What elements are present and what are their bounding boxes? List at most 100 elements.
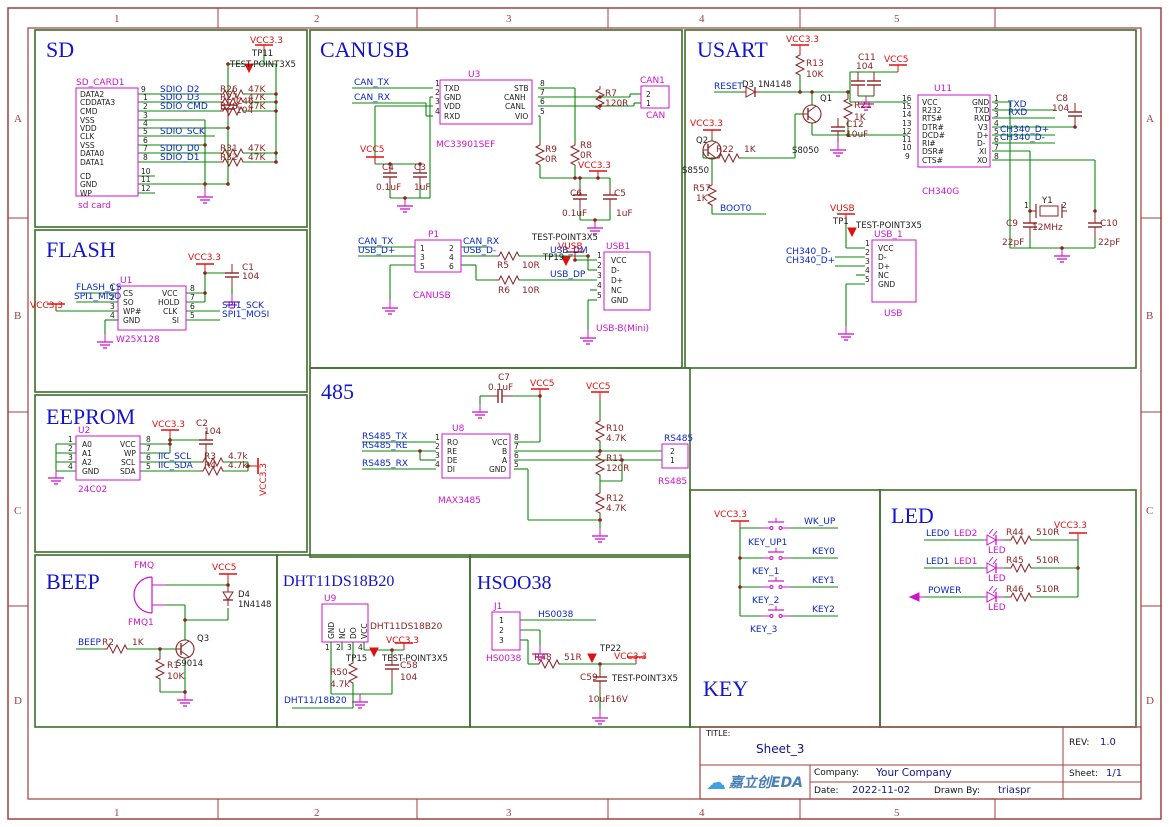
- label-0-1uf[interactable]: 0.1uF: [376, 183, 401, 193]
- label-r26[interactable]: R26: [220, 85, 238, 95]
- label-mc33901sef[interactable]: MC33901SEF: [436, 140, 495, 150]
- label-r9[interactable]: R9: [545, 145, 557, 155]
- label-vcc3-3[interactable]: VCC3.3: [690, 119, 723, 129]
- label-r10[interactable]: R10: [606, 424, 624, 434]
- label-led2[interactable]: LED2: [954, 529, 977, 539]
- label-sd-card[interactable]: sd card: [78, 201, 111, 211]
- label-c4[interactable]: C4: [382, 163, 394, 173]
- label-hs0038[interactable]: HS0038: [538, 610, 574, 620]
- label-c12[interactable]: C12: [846, 120, 864, 130]
- section-title-key[interactable]: KEY: [703, 676, 748, 701]
- label-4-7k[interactable]: 4.7k: [330, 680, 350, 690]
- label-vcc3-3[interactable]: VCC3.3: [188, 253, 221, 263]
- label-spi1-mosi[interactable]: SPI1_MOSI: [222, 310, 269, 320]
- label-vcc3-3[interactable]: VCC3.3: [614, 652, 647, 662]
- label-u1[interactable]: U1: [120, 276, 132, 286]
- label-0r[interactable]: 0R: [545, 155, 557, 165]
- label-dht11ds18b20[interactable]: DHT11DS18B20: [370, 622, 443, 632]
- label-1uf[interactable]: 1uF: [414, 183, 431, 193]
- eeprom-u2-body[interactable]: [75, 435, 141, 481]
- label-r48[interactable]: R48: [534, 653, 552, 663]
- label-r5[interactable]: R5: [497, 261, 509, 271]
- label-10uf16v[interactable]: 10uF16V: [588, 695, 629, 705]
- label-q2[interactable]: Q2: [696, 136, 708, 146]
- label-47k[interactable]: 47K: [248, 102, 266, 112]
- label-power[interactable]: POWER: [928, 586, 961, 596]
- label-10k[interactable]: 10K: [806, 70, 824, 80]
- label-vcc5[interactable]: VCC5: [884, 55, 908, 65]
- label-fmq1[interactable]: FMQ1: [128, 618, 154, 628]
- max3485-u8-body[interactable]: [441, 433, 511, 479]
- label-vusb[interactable]: VUSB: [830, 204, 855, 214]
- switch-symbol[interactable]: [778, 556, 783, 560]
- label-4-7k[interactable]: 4.7K: [606, 504, 627, 514]
- label-22pf[interactable]: 22pF: [1098, 238, 1120, 248]
- label-sdio-d0[interactable]: SDIO_D0: [160, 144, 200, 154]
- label-510r[interactable]: 510R: [1036, 556, 1059, 566]
- section-title-485[interactable]: 485: [321, 379, 354, 404]
- label-ch340-d-[interactable]: CH340_D+: [786, 256, 835, 266]
- label-c58[interactable]: C58: [400, 661, 418, 671]
- flash-u1-body[interactable]: [117, 285, 187, 331]
- label-sd-card1[interactable]: SD_CARD1: [76, 78, 125, 88]
- label-510r[interactable]: 510R: [1036, 528, 1059, 538]
- label-beep[interactable]: BEEP: [78, 638, 102, 648]
- label-0r[interactable]: 0R: [580, 151, 592, 161]
- label-led0[interactable]: LED0: [926, 529, 950, 539]
- label-1uf[interactable]: 1uF: [616, 209, 633, 219]
- label-iic-scl[interactable]: IIC_SCL: [158, 452, 191, 462]
- label-u3[interactable]: U3: [468, 70, 480, 80]
- switch-symbol[interactable]: [778, 585, 783, 589]
- label-c5[interactable]: C5: [614, 189, 626, 199]
- label-sdio-d2[interactable]: SDIO_D2: [160, 85, 200, 95]
- label-usb-dp[interactable]: USB_DP: [550, 270, 586, 280]
- label-47k[interactable]: 47K: [248, 93, 266, 103]
- label-d4[interactable]: D4: [238, 590, 250, 600]
- section-title-hsoo38[interactable]: HSOO38: [477, 572, 551, 594]
- label-vcc5[interactable]: VCC5: [212, 563, 236, 573]
- label-vusb[interactable]: VUSB: [558, 242, 583, 252]
- label-104[interactable]: 104: [400, 673, 417, 683]
- label-s9014[interactable]: S9014: [176, 659, 203, 669]
- label-104[interactable]: 104: [856, 62, 873, 72]
- canusb-u3-body[interactable]: [439, 79, 533, 125]
- label-led[interactable]: LED: [988, 546, 1006, 556]
- label-can1[interactable]: CAN1: [640, 76, 665, 86]
- label-vcc5[interactable]: VCC5: [586, 382, 610, 392]
- label-key0[interactable]: KEY0: [812, 547, 835, 557]
- label-rs485[interactable]: RS485: [664, 434, 693, 444]
- label-usb-d-[interactable]: USB_D+: [358, 246, 395, 256]
- label-c8[interactable]: C8: [1056, 94, 1068, 104]
- usart-usb-connector-body[interactable]: [871, 239, 917, 303]
- label-rs485[interactable]: RS485: [658, 477, 687, 487]
- label-r46[interactable]: R46: [1006, 585, 1024, 595]
- crystal-symbol[interactable]: [1039, 205, 1059, 217]
- label-key-1[interactable]: KEY_1: [752, 567, 779, 577]
- label-spi1-sck[interactable]: SPI1_SCK: [222, 301, 265, 311]
- label-r31[interactable]: R31: [220, 144, 238, 154]
- switch-symbol[interactable]: [769, 614, 774, 618]
- label-c46[interactable]: C46: [236, 97, 254, 107]
- label-rs485-re[interactable]: RS485_RE: [362, 441, 408, 451]
- label-r3[interactable]: R3: [204, 452, 216, 462]
- label-vcc3-3[interactable]: VCC3.3: [259, 463, 269, 496]
- label-c3[interactable]: C3: [414, 163, 426, 173]
- label-vcc3-3[interactable]: VCC3.3: [578, 161, 611, 171]
- label-txd[interactable]: TXD: [1007, 100, 1027, 110]
- sheet-title[interactable]: Sheet_3: [756, 742, 805, 756]
- section-title-flash[interactable]: FLASH: [46, 237, 116, 262]
- label-1k[interactable]: 1K: [854, 113, 867, 123]
- switch-symbol[interactable]: [769, 585, 774, 589]
- label-1n4148[interactable]: 1N4148: [238, 600, 271, 610]
- label-r4[interactable]: R4: [204, 461, 216, 471]
- label-q1[interactable]: Q1: [820, 94, 832, 104]
- label-ch340g[interactable]: CH340G: [922, 187, 959, 197]
- label-sdio-d3[interactable]: SDIO_D3: [160, 93, 200, 103]
- section-title-sd[interactable]: SD: [46, 37, 74, 62]
- label-510r[interactable]: 510R: [1036, 585, 1059, 595]
- label-ch340-d-[interactable]: CH340_D-: [786, 247, 831, 257]
- label-vcc5[interactable]: VCC5: [360, 145, 384, 155]
- label-r32[interactable]: R32: [220, 153, 238, 163]
- label-r6[interactable]: R6: [498, 286, 510, 296]
